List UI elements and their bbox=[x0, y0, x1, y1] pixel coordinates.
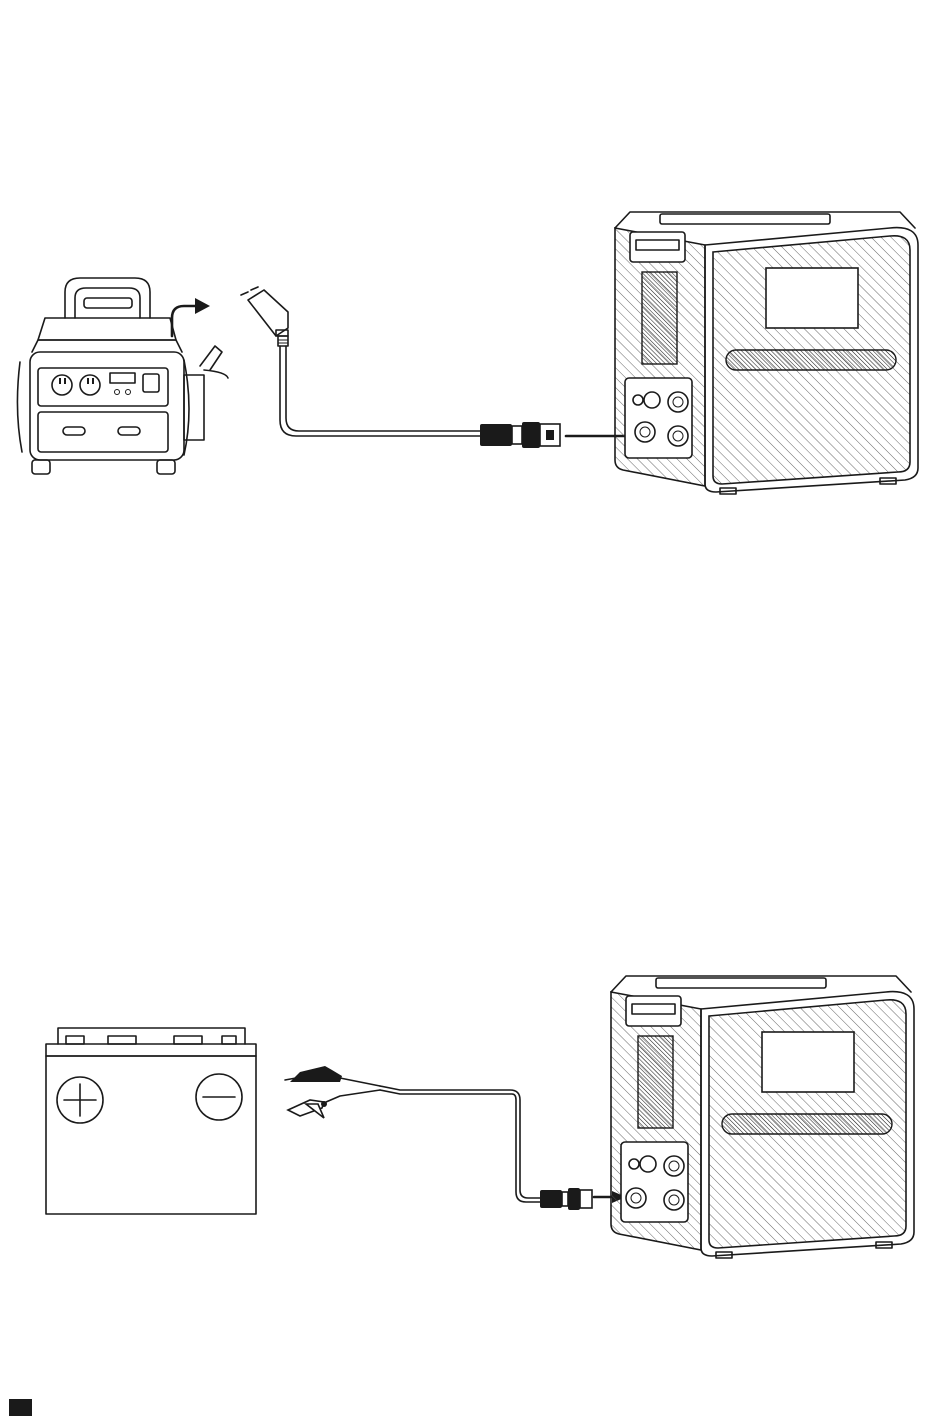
alligator-clip-icon bbox=[285, 1066, 592, 1210]
page-marker bbox=[9, 1399, 32, 1416]
power-plug-icon bbox=[241, 287, 480, 436]
power-station-icon bbox=[615, 212, 918, 494]
cable-connector bbox=[480, 422, 560, 448]
negative-terminal-icon bbox=[196, 1074, 242, 1120]
generator-icon bbox=[17, 278, 228, 474]
top-figure bbox=[17, 212, 918, 494]
power-station-icon-2 bbox=[611, 976, 914, 1258]
positive-terminal-icon bbox=[57, 1077, 103, 1123]
bottom-figure bbox=[46, 976, 914, 1258]
battery-icon bbox=[46, 1028, 256, 1214]
